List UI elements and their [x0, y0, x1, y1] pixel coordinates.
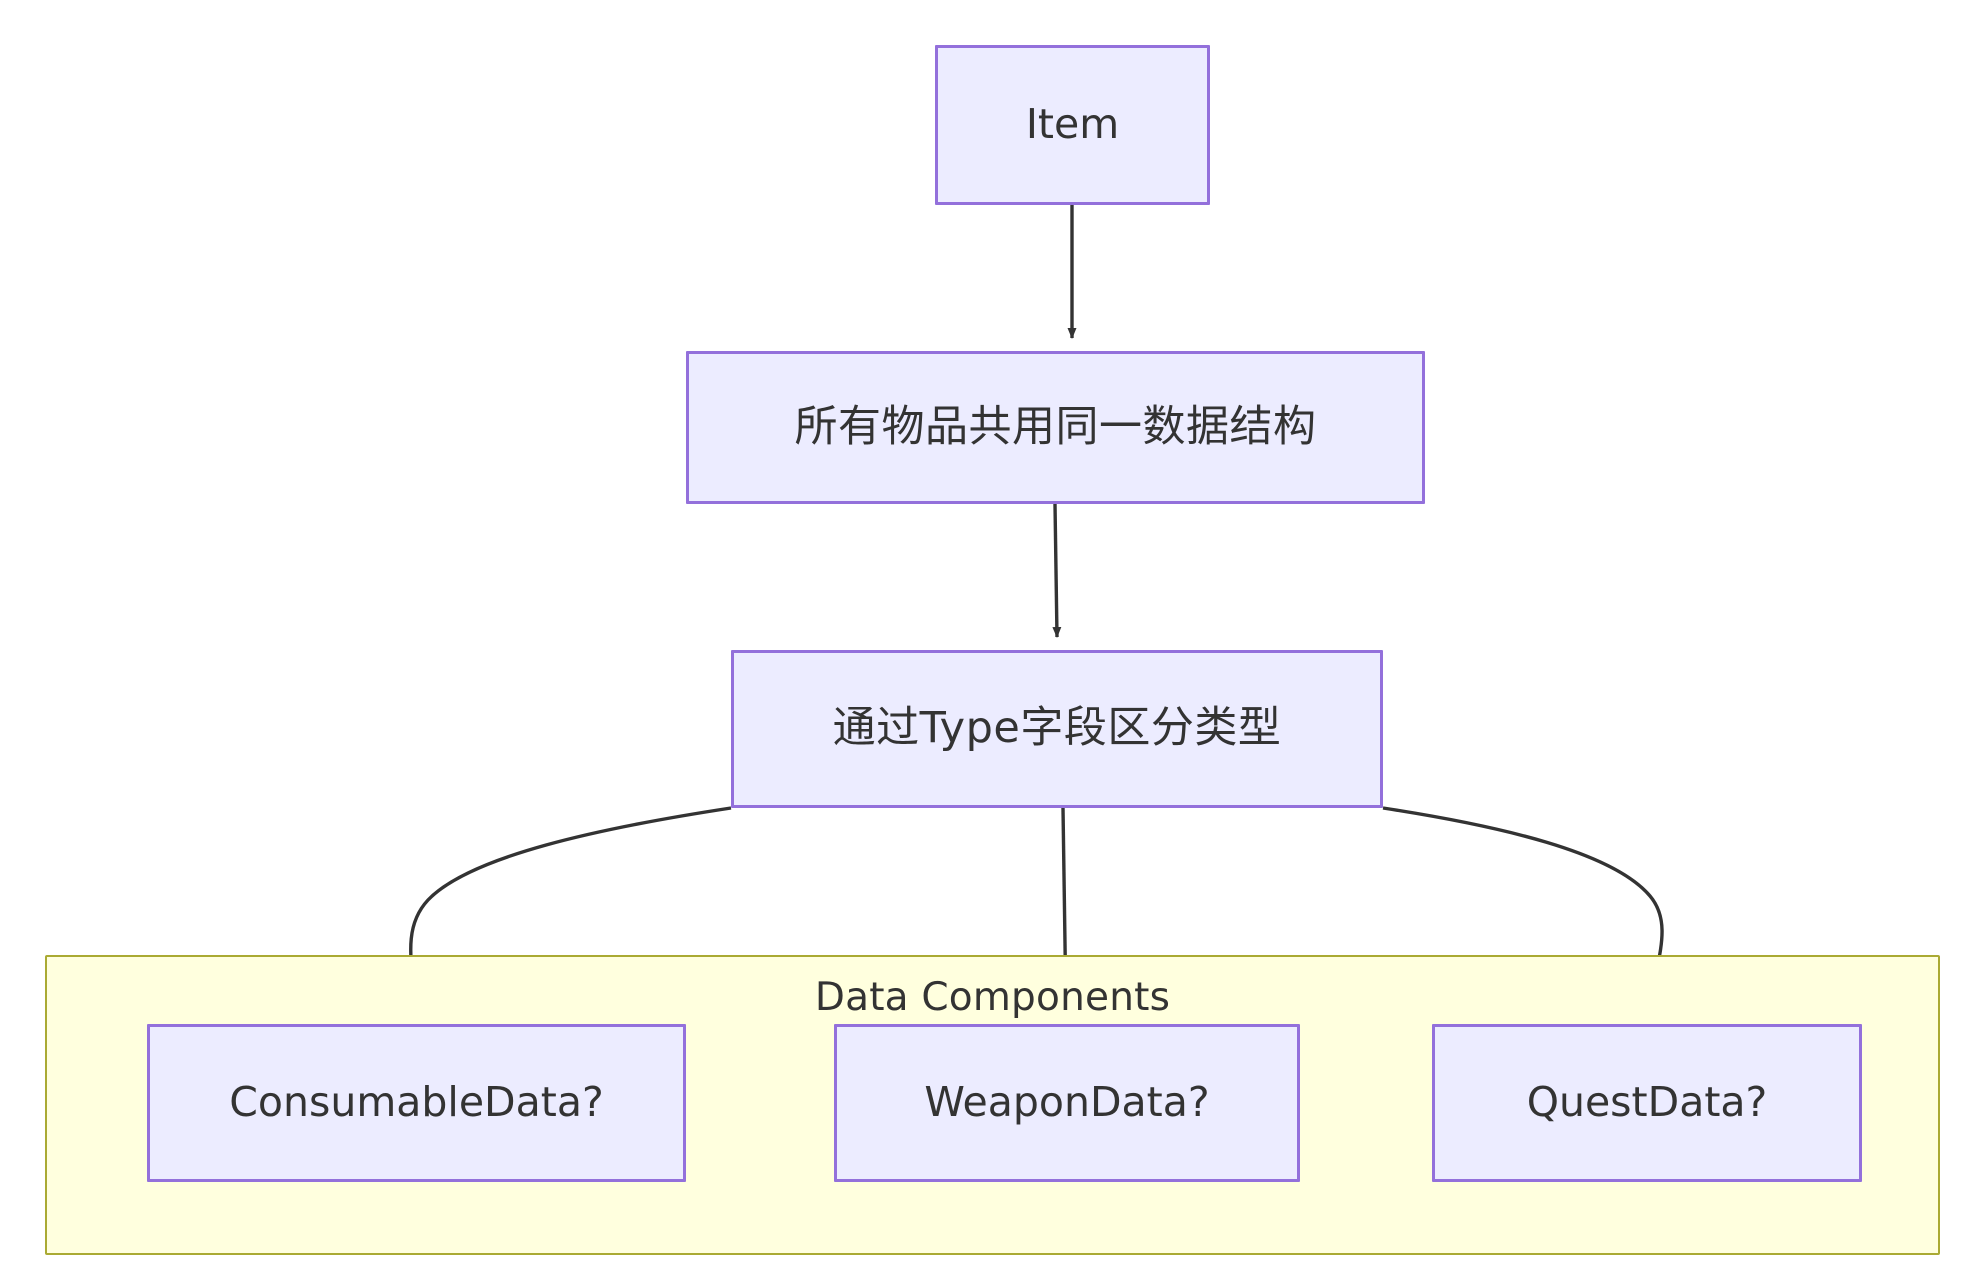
- edge-shared-to-type: [1052, 503, 1062, 638]
- node-consumable-data[interactable]: ConsumableData?: [147, 1024, 686, 1182]
- node-type-field-label: 通过Type字段区分类型: [832, 703, 1282, 754]
- node-item-label: Item: [1025, 100, 1120, 149]
- node-quest-data-label: QuestData?: [1526, 1078, 1768, 1127]
- node-type-field[interactable]: 通过Type字段区分类型: [731, 650, 1383, 808]
- node-quest-data[interactable]: QuestData?: [1432, 1024, 1862, 1182]
- node-shared-structure[interactable]: 所有物品共用同一数据结构: [686, 351, 1425, 504]
- cluster-label: Data Components: [814, 975, 1171, 1020]
- node-weapon-data[interactable]: WeaponData?: [834, 1024, 1300, 1182]
- node-weapon-data-label: WeaponData?: [924, 1078, 1210, 1127]
- node-consumable-data-label: ConsumableData?: [229, 1078, 604, 1127]
- node-shared-structure-label: 所有物品共用同一数据结构: [794, 401, 1317, 452]
- node-item[interactable]: Item: [935, 45, 1210, 205]
